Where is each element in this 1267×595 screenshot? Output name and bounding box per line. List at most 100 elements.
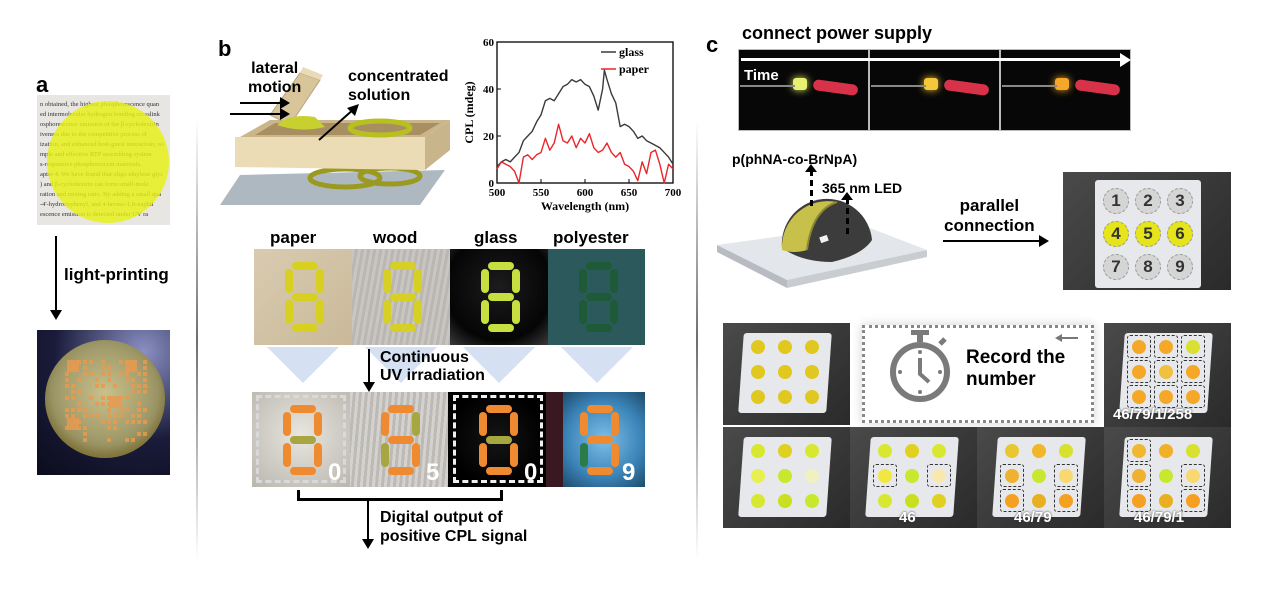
qr-module: [65, 372, 69, 376]
board-led: [1132, 390, 1146, 404]
digit-polyester-before-segment-d: [586, 324, 612, 332]
y-axis-label: CPL (mdeg): [462, 81, 476, 143]
qr-module: [83, 360, 87, 364]
qr-module: [143, 360, 147, 364]
parallel-line-2: connection: [944, 216, 1035, 235]
connect-power-title: connect power supply: [742, 23, 933, 43]
board-led: [1132, 469, 1146, 483]
selected-led-box: [1127, 489, 1151, 512]
x-axis-label: Wavelength (nm): [541, 199, 629, 213]
board-led: [1005, 494, 1019, 508]
uv-arrow-paper: [267, 347, 339, 383]
qr-module: [71, 384, 75, 388]
qr-module: [89, 360, 93, 364]
qr-module: [95, 414, 99, 418]
legend-label-glass: glass: [619, 45, 644, 59]
polymer-label: p(phNA-co-BrNpA): [732, 151, 858, 167]
led-base-side: [717, 245, 787, 288]
qr-module: [143, 390, 147, 394]
digit-polyester-after-segment-b: [611, 412, 619, 436]
selected-led-box: [1127, 335, 1151, 358]
board-led-9: 9: [1167, 254, 1193, 280]
digit-polyester-before-segment-f: [579, 269, 587, 293]
panel-label-a: a: [36, 72, 49, 97]
digit-glass-before-segment-f: [481, 269, 489, 293]
board-led: [751, 469, 765, 483]
qr-module: [119, 396, 123, 400]
motion-arrow-2: [230, 108, 290, 120]
lateral-motion-label: lateral motion: [248, 59, 301, 97]
digit-polyester-before-segment-g: [586, 293, 612, 301]
digit-glass-before-segment-a: [488, 262, 514, 270]
board-led: [1186, 494, 1200, 508]
light-printing-arrow: [50, 236, 62, 320]
qr-module: [143, 408, 147, 412]
qr-module: [65, 396, 69, 400]
qr-module: [125, 396, 129, 400]
digit-wood-before-segment-f: [383, 269, 391, 293]
qr-finder: [125, 360, 137, 372]
qr-module: [65, 378, 69, 382]
digit-wood-after-segment-f: [381, 412, 389, 436]
uv-line-2: UV irradiation: [380, 367, 485, 384]
qr-module: [101, 366, 105, 370]
qr-module: [125, 372, 129, 376]
qr-module: [113, 414, 117, 418]
qr-module: [131, 414, 135, 418]
digital-output-line-1: Digital output of: [380, 509, 503, 526]
wire: [740, 85, 795, 87]
digit-polyester-before-segment-b: [610, 269, 618, 293]
uv-arrow-wood: [365, 347, 437, 383]
board-led: [1059, 494, 1073, 508]
digit-polyester-before-segment-e: [579, 300, 587, 324]
digit-output-polyester: 9: [622, 459, 636, 486]
qr-module: [119, 360, 123, 364]
time-arrow-head: [1120, 53, 1131, 67]
board-led: [932, 494, 946, 508]
digit-paper-before-segment-c: [316, 300, 324, 324]
qr-module: [107, 438, 111, 442]
frame-front: [235, 137, 425, 170]
board-led-6: 6: [1167, 221, 1193, 247]
selected-led-box: [1181, 385, 1205, 408]
x-tick-label: 600: [577, 187, 594, 199]
qr-module: [77, 420, 81, 424]
board-led: [1159, 469, 1173, 483]
separator-a-b: [196, 120, 198, 560]
printed-disc: [45, 340, 165, 458]
qr-module: [137, 372, 141, 376]
caption-46: 46: [899, 509, 916, 526]
qr-module: [131, 438, 135, 442]
board-led: [1132, 340, 1146, 354]
digit-wood-before-segment-e: [383, 300, 391, 324]
digit-paper-before-segment-f: [285, 269, 293, 293]
separator-b-c: [696, 120, 698, 560]
board-led: [1159, 444, 1173, 458]
board-led-3: 3: [1167, 188, 1193, 214]
qr-module: [137, 432, 141, 436]
digital-output-label: Digital output of positive CPL signal: [380, 508, 527, 546]
led-365-label: 365 nm LED: [822, 180, 903, 196]
selected-led-box: [1181, 489, 1205, 512]
qr-module: [119, 414, 123, 418]
digit-polyester-before-segment-c: [610, 300, 618, 324]
digit-glass-after-segment-f: [479, 412, 487, 436]
lateral-motion-line-1: lateral: [251, 60, 299, 77]
board-led: [1032, 494, 1046, 508]
digit-paper-after-segment-a: [290, 405, 316, 413]
polymer-pointer: [810, 170, 813, 207]
qr-module: [77, 360, 81, 364]
qr-module: [89, 396, 93, 400]
digit-polyester-after-segment-f: [580, 412, 588, 436]
output-bracket: [297, 490, 503, 501]
digit-wood-after-segment-d: [388, 467, 414, 475]
digit-paper-after-segment-b: [314, 412, 322, 436]
digit-wood-after-segment-g: [388, 436, 414, 444]
panel-label-c: c: [706, 32, 719, 57]
y-tick-label: 0: [489, 178, 495, 190]
qr-module: [83, 432, 87, 436]
glowing-led: [1055, 78, 1069, 90]
qr-module: [89, 372, 93, 376]
time-arrow: [741, 58, 1123, 61]
digit-glass-before-segment-d: [488, 324, 514, 332]
